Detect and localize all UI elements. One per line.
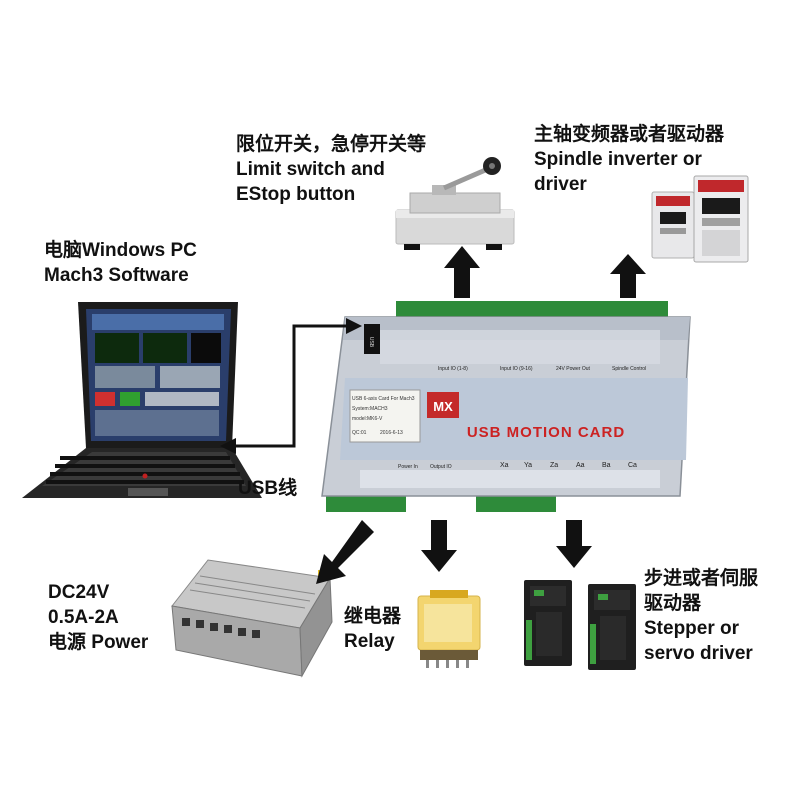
usb-motion-card [321,301,691,512]
pc-label-line1: 电脑Windows PC [44,240,197,261]
axis-label-x: Xa [500,462,509,469]
card-logo: MX [433,399,453,414]
arrow-to-limit-switch [444,246,480,298]
axis-label-b: Ba [602,462,611,469]
limit-switch-label-en1: Limit switch and [236,159,385,180]
axis-label-c: Ca [628,462,637,469]
axis-label-y: Ya [524,462,532,469]
limit-switch-label-en2: EStop button [236,184,356,205]
card-info-line3: model:MK6-V [352,416,383,422]
limit-switch-image [395,157,515,250]
axis-label-a: Aa [576,462,585,469]
pc-label: 电脑Windows PC Mach3 Software [44,238,197,288]
power-label-line2: 0.5A-2A [48,607,119,628]
usb-cable-label-text: USB线 [238,478,298,499]
top-group-1: Input IO (1-8) [438,366,468,372]
power-label: DC24V 0.5A-2A 电源 Power [48,580,148,655]
spindle-label: 主轴变频器或者驱动器 Spindle inverter or driver [534,122,724,197]
card-info-line1: USB 6-axis Card For Mach3 [352,396,415,402]
arrow-to-relay [421,520,457,572]
stepper-label-en1: Stepper or [644,618,740,639]
bottom-group-1: Power In [398,464,418,470]
usb-cable-arrow [220,318,362,454]
stepper-label-en2: servo driver [644,643,753,664]
arrow-to-spindle [610,254,646,298]
usb-cable-label: USB线 [238,476,297,501]
limit-switch-label: 限位开关，急停开关等 Limit switch and EStop button [236,132,426,207]
pc-label-line2: Mach3 Software [44,265,189,286]
relay-label-en: Relay [344,631,395,652]
relay-label-zh: 继电器 [344,606,402,627]
relay-label: 继电器 Relay [344,604,401,654]
spindle-inverter-image [651,175,749,263]
arrows [316,246,646,584]
stepper-label-zh2: 驱动器 [644,593,702,614]
card-info-line2: System:MACH3 [352,406,388,412]
laptop-image [22,302,262,498]
limit-switch-label-zh: 限位开关，急停开关等 [236,134,427,155]
card-info-qc: QC:01 [352,430,367,436]
spindle-label-en1: Spindle inverter or [534,149,702,170]
arrow-to-power [316,520,374,584]
stepper-label: 步进或者伺服 驱动器 Stepper or servo driver [644,566,758,666]
usb-port-label: USB [368,337,374,348]
stepper-driver-image [524,580,636,670]
bottom-group-2: Output IO [430,464,452,470]
card-info-date: 2016-6-13 [380,430,403,436]
card-title: USB MOTION CARD [467,424,625,441]
relay-image [417,590,481,668]
usb-port [364,324,380,354]
spindle-label-zh: 主轴变频器或者驱动器 [534,124,725,145]
arrow-to-stepper [556,520,592,568]
top-group-4: Spindle Control [612,366,646,372]
top-group-2: Input IO (9-16) [500,366,533,372]
stepper-label-zh1: 步进或者伺服 [644,568,759,589]
top-group-3: 24V Power Out [556,366,591,372]
axis-label-z: Za [550,462,558,469]
power-supply-image [171,559,333,678]
power-label-line1: DC24V [48,582,110,603]
spindle-label-en2: driver [534,174,587,195]
power-label-line3: 电源 Power [48,632,149,653]
